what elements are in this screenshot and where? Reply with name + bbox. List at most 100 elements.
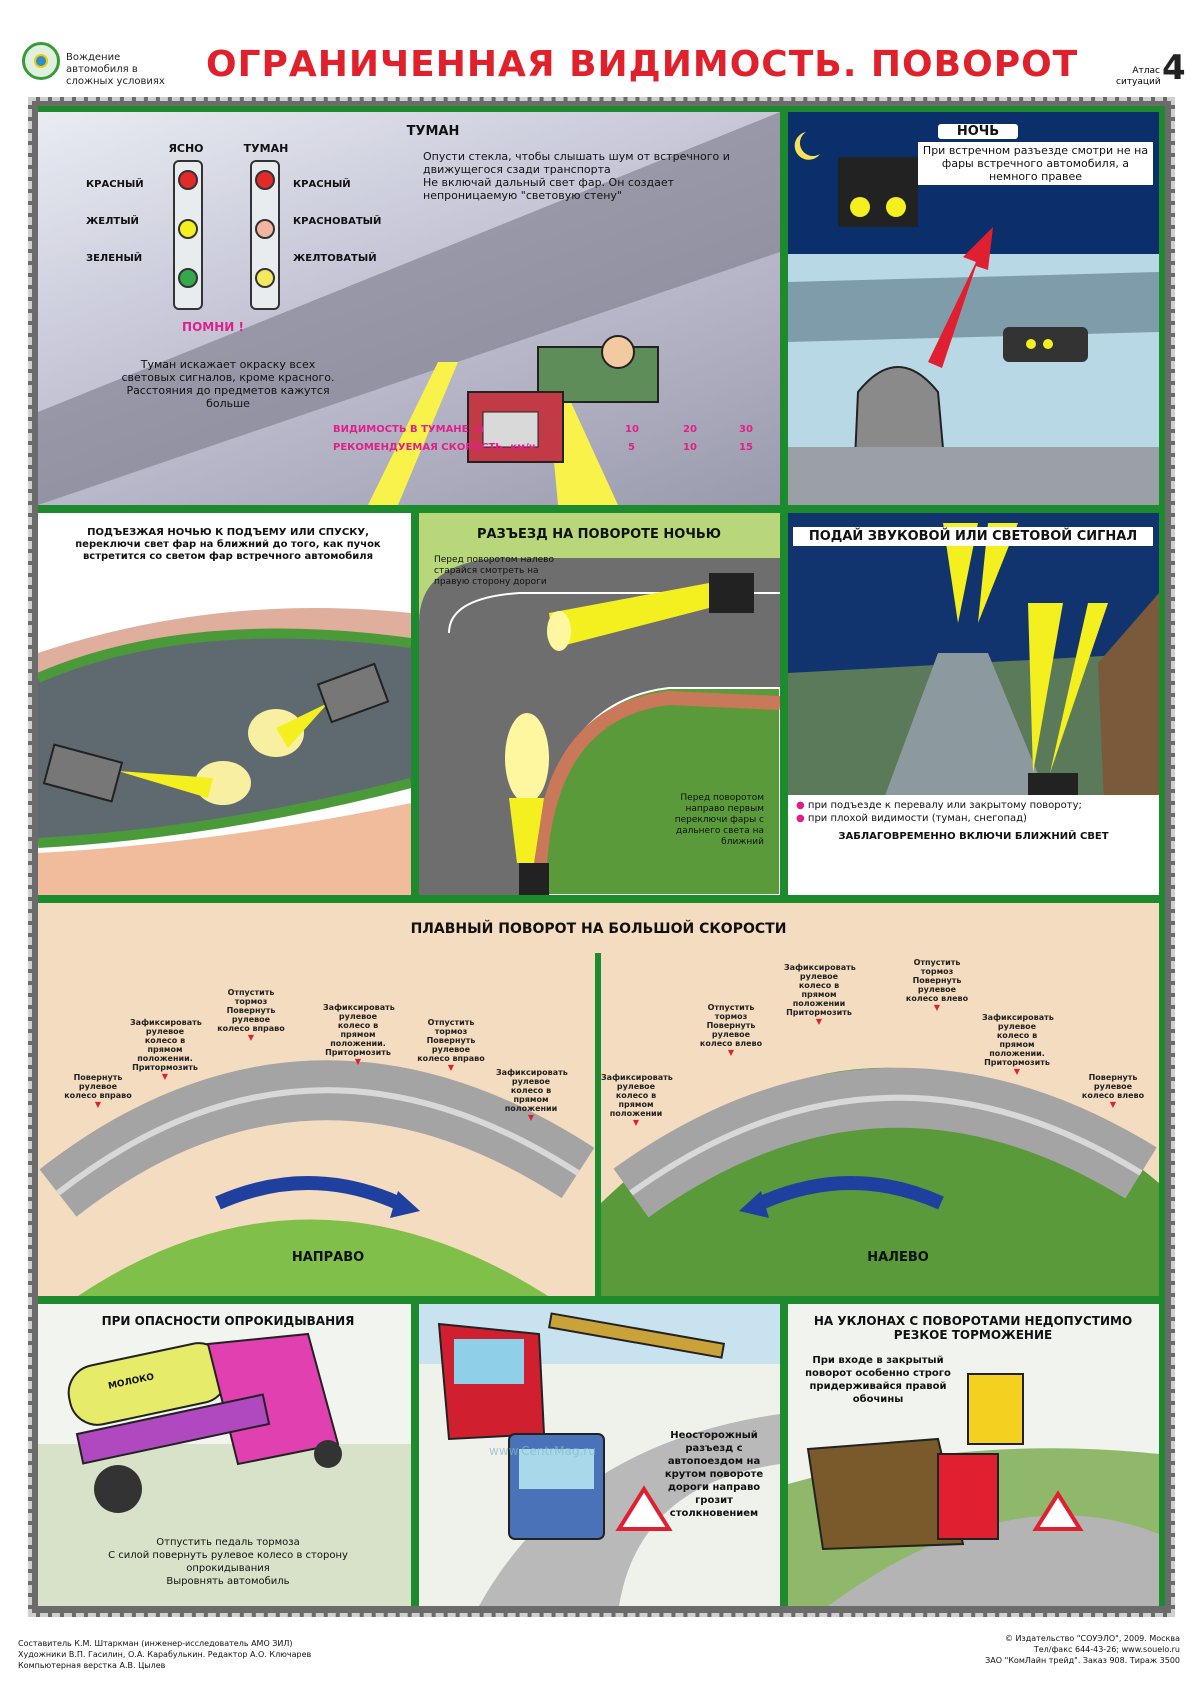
visibility-value-1: 10 bbox=[625, 424, 639, 435]
sheet-number: 4 bbox=[1162, 48, 1186, 88]
speed-label: РЕКОМЕНДУЕМАЯ СКОРОСТЬ, км/ч bbox=[333, 442, 536, 453]
rollover-step-2: С силой повернуть рулевое колесо в сторо… bbox=[108, 1550, 348, 1574]
slopes-text: При входе в закрытый поворот особенно ст… bbox=[805, 1355, 951, 1405]
lamp-green bbox=[178, 268, 198, 288]
credit-line-1: Составитель К.М. Штаркман (инженер-иссле… bbox=[18, 1639, 293, 1648]
turn-night-text-2: Перед поворотом направо первым переключи… bbox=[674, 793, 764, 847]
hill-title: ПОДЪЕЗЖАЯ НОЧЬЮ К ПОДЪЕМУ ИЛИ СПУСКУ, пе… bbox=[75, 527, 381, 562]
publisher-line-3: ЗАО "КомЛайн трейд". Заказ 908. Тираж 35… bbox=[985, 1656, 1180, 1665]
credits: Составитель К.М. Штаркман (инженер-иссле… bbox=[18, 1638, 618, 1671]
beam-lower bbox=[509, 798, 544, 863]
right-cue-4: Зафиксировать рулевое колесо в прямом по… bbox=[323, 1003, 395, 1066]
left-cue-6: Повернуть рулевое колесо влево bbox=[1078, 1073, 1148, 1109]
gaze-arrow bbox=[928, 227, 993, 368]
logo bbox=[22, 42, 60, 80]
panel-signal: ПОДАЙ ЗВУКОВОЙ ИЛИ СВЕТОВОЙ СИГНАЛ ● при… bbox=[788, 513, 1159, 895]
clear-color-1: КРАСНЫЙ bbox=[86, 179, 144, 190]
bullet-dot: ● bbox=[796, 800, 808, 811]
credit-line-3: Компьютерная верстка А.В. Цылев bbox=[18, 1661, 166, 1670]
left-cue-3: Зафиксировать рулевое колесо в прямом по… bbox=[784, 963, 856, 1026]
rollover-step-1: Отпустить педаль тормоза bbox=[156, 1537, 300, 1548]
atlas-label: Атлас ситуаций bbox=[1116, 66, 1161, 87]
rollover-step-3: Выровнять автомобиль bbox=[166, 1576, 290, 1587]
right-turn-road bbox=[38, 1060, 595, 1296]
fog-road bbox=[38, 112, 780, 505]
publisher-line-1: © Издательство "СОУЭЛО", 2009. Москва bbox=[1004, 1634, 1180, 1643]
traffic-light-clear bbox=[173, 160, 203, 310]
watermark: www.CentrMag.ru bbox=[489, 1444, 596, 1458]
remember-text: Туман искажает окраску всех световых сиг… bbox=[121, 358, 335, 410]
rollover-scene bbox=[38, 1332, 411, 1606]
turn-road bbox=[419, 558, 780, 895]
fog-advice: Опусти стекла, чтобы слышать шум от встр… bbox=[423, 150, 730, 202]
fog-title: ТУМАН bbox=[406, 124, 460, 139]
night-scene bbox=[788, 132, 1159, 505]
speed-value-2: 10 bbox=[683, 442, 697, 453]
panel-night: НОЧЬ При встречном разъезде смотри не на… bbox=[788, 112, 1159, 505]
right-label: НАПРАВО bbox=[291, 1250, 365, 1265]
lamp-reddish-fog bbox=[255, 219, 275, 239]
signal-footer: ЗАБЛАГОВРЕМЕННО ВКЛЮЧИ БЛИЖНИЙ СВЕТ bbox=[838, 831, 1109, 842]
fog-column-label: ТУМАН bbox=[243, 142, 289, 155]
turn-night-title: РАЗЪЕЗД НА ПОВОРОТЕ НОЧЬЮ bbox=[476, 527, 722, 542]
beam-upper bbox=[549, 583, 709, 648]
visibility-label: ВИДИМОСТЬ В ТУМАНЕ, м bbox=[333, 424, 484, 435]
careless-scene bbox=[419, 1304, 780, 1606]
smooth-divider bbox=[595, 953, 601, 1296]
signal-title: ПОДАЙ ЗВУКОВОЙ ИЛИ СВЕТОВОЙ СИГНАЛ bbox=[793, 527, 1153, 546]
left-cue-5: Зафиксировать рулевое колесо в прямом по… bbox=[982, 1013, 1054, 1076]
publisher-info: © Издательство "СОУЭЛО", 2009. Москва Те… bbox=[840, 1633, 1180, 1666]
panel-smooth-turn: ПЛАВНЫЙ ПОВОРОТ НА БОЛЬШОЙ СКОРОСТИ Пове… bbox=[38, 903, 1159, 1296]
lamp-yellowish-fog bbox=[255, 268, 275, 288]
fog-color-1: КРАСНЫЙ bbox=[293, 179, 351, 190]
clear-color-3: ЗЕЛЕНЫЙ bbox=[86, 253, 143, 264]
lamp-red bbox=[178, 170, 198, 190]
smooth-title: ПЛАВНЫЙ ПОВОРОТ НА БОЛЬШОЙ СКОРОСТИ bbox=[410, 921, 787, 937]
speed-value-3: 15 bbox=[739, 442, 753, 453]
clear-color-2: ЖЕЛТЫЙ bbox=[86, 216, 139, 227]
left-turn-road bbox=[601, 1067, 1159, 1296]
night-text: При встречном разъезде смотри не на фары… bbox=[918, 142, 1153, 185]
signal-bullet-1-text: при подъезде к перевалу или закрытому по… bbox=[807, 800, 1082, 811]
publisher-line-2: Тел/факс 644-43-26; www.souelo.ru bbox=[1033, 1645, 1180, 1654]
left-cue-2: Отпустить тормоз Повернуть рулевое колес… bbox=[696, 1003, 766, 1057]
panel-hill: ПОДЪЕЗЖАЯ НОЧЬЮ К ПОДЪЕМУ ИЛИ СПУСКУ, пе… bbox=[38, 513, 411, 895]
right-cue-1: Повернуть рулевое колесо вправо bbox=[63, 1073, 133, 1109]
visibility-value-3: 30 bbox=[739, 424, 753, 435]
fog-color-3: ЖЕЛТОВАТЫЙ bbox=[293, 253, 377, 264]
right-cue-5: Отпустить тормоз Повернуть рулевое колес… bbox=[416, 1018, 486, 1072]
lamp-red-fog bbox=[255, 170, 275, 190]
left-cue-1: Зафиксировать рулевое колесо в прямом по… bbox=[601, 1073, 673, 1127]
careless-text: Неосторожный разъезд с автопоездом на кр… bbox=[664, 1430, 764, 1519]
lamp-yellow bbox=[178, 219, 198, 239]
left-label: НАЛЕВО bbox=[867, 1250, 929, 1265]
left-cue-4: Отпустить тормоз Повернуть рулевое колес… bbox=[902, 958, 972, 1012]
signal-bullet-1: ● при подъезде к перевалу или закрытому … bbox=[796, 799, 1151, 812]
signal-bullet-2: ● при плохой видимости (туман, снегопад) bbox=[796, 812, 1151, 825]
series-name: Вождение автомобиля в сложных условиях bbox=[66, 52, 165, 87]
speed-value-1: 5 bbox=[628, 442, 635, 453]
panel-careless: Неосторожный разъезд с автопоездом на кр… bbox=[419, 1304, 780, 1606]
headlight-beam-left bbox=[368, 362, 458, 505]
signal-bullets: ● при подъезде к перевалу или закрытому … bbox=[788, 795, 1159, 895]
clear-column-label: ЯСНО bbox=[168, 142, 204, 155]
visibility-value-2: 20 bbox=[683, 424, 697, 435]
bullet-dot: ● bbox=[796, 813, 808, 824]
credit-line-2: Художники В.П. Гасилин, О.А. Карабулькин… bbox=[18, 1650, 312, 1659]
panel-turn-night: РАЗЪЕЗД НА ПОВОРОТЕ НОЧЬЮ Перед поворото… bbox=[419, 513, 780, 895]
turn-night-text-1: Перед поворотом налево старайся смотреть… bbox=[434, 555, 554, 587]
panel-rollover: ПРИ ОПАСНОСТИ ОПРОКИДЫВАНИЯ МОЛОКО Отпус… bbox=[38, 1304, 411, 1606]
slopes-title: НА УКЛОНАХ С ПОВОРОТАМИ НЕДОПУСТИМО РЕЗК… bbox=[813, 1314, 1133, 1342]
remember-label: ПОМНИ ! bbox=[182, 320, 244, 334]
panel-fog: ТУМАН ЯСНО ТУМАН КРАСНЫЙ ЖЕЛТЫЙ ЗЕЛЕНЫЙ … bbox=[38, 112, 780, 505]
page-title: ОГРАНИЧЕННАЯ ВИДИМОСТЬ. ПОВОРОТ bbox=[206, 44, 1079, 85]
night-title: НОЧЬ bbox=[938, 124, 1018, 139]
right-cue-2: Зафиксировать рулевое колесо в прямом по… bbox=[130, 1018, 202, 1081]
logo-mark bbox=[34, 54, 48, 68]
truck-illustration bbox=[467, 335, 659, 463]
hill-road bbox=[38, 608, 411, 895]
fog-color-2: КРАСНОВАТЫЙ bbox=[293, 216, 382, 227]
slopes-scene bbox=[788, 1373, 1159, 1606]
rollover-title: ПРИ ОПАСНОСТИ ОПРОКИДЫВАНИЯ bbox=[101, 1314, 355, 1328]
right-cue-6: Зафиксировать рулевое колесо в прямом по… bbox=[496, 1068, 568, 1122]
